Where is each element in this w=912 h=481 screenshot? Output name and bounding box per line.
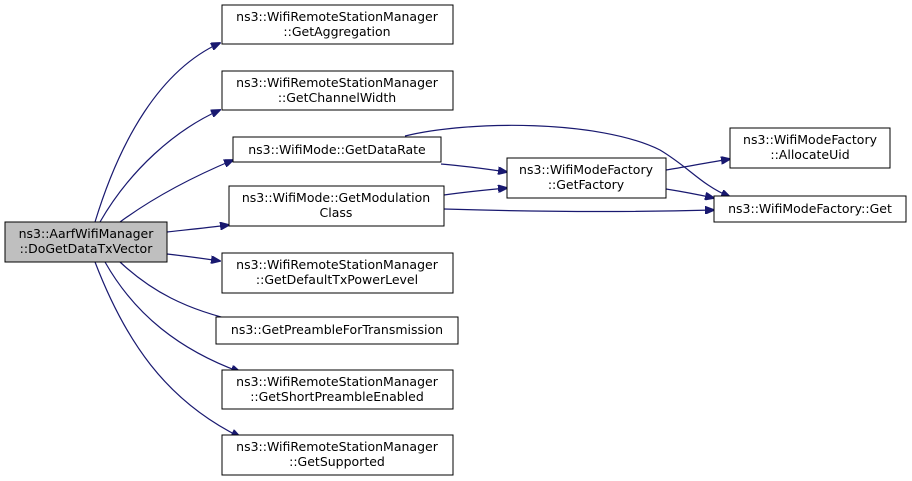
node-get-channel-width-label-1: ns3::WifiRemoteStationManager <box>236 75 439 90</box>
node-get-short-preamble-enabled-label-2: ::GetShortPreambleEnabled <box>250 389 424 404</box>
node-get-channel-width[interactable]: ns3::WifiRemoteStationManager ::GetChann… <box>221 70 454 111</box>
node-root-label-2: ::DoGetDataTxVector <box>20 241 154 256</box>
node-get-supported-label-2: ::GetSupported <box>289 454 385 469</box>
node-factory-get-label: ns3::WifiModeFactory::Get <box>728 201 892 216</box>
node-allocate-uid-label-2: ::AllocateUid <box>770 147 849 162</box>
edge-root-to-get-modulation-class <box>166 225 229 233</box>
edge-root-to-get-short-preamble-enabled <box>104 261 240 372</box>
edge-root-to-get-default-tx-power-level <box>166 253 220 261</box>
node-get-preamble-for-transmission[interactable]: ns3::GetPreambleForTransmission <box>215 316 459 345</box>
node-get-default-tx-power-level-label-2: ::GetDefaultTxPowerLevel <box>256 272 418 287</box>
node-get-default-tx-power-level[interactable]: ns3::WifiRemoteStationManager ::GetDefau… <box>221 252 454 294</box>
node-get-short-preamble-enabled[interactable]: ns3::WifiRemoteStationManager ::GetShort… <box>221 369 454 410</box>
node-get-aggregation-label-2: ::GetAggregation <box>283 24 390 39</box>
node-get-modulation-class-label-2: Class <box>320 205 353 220</box>
node-get-supported[interactable]: ns3::WifiRemoteStationManager ::GetSuppo… <box>221 434 454 476</box>
node-get-aggregation[interactable]: ns3::WifiRemoteStationManager ::GetAggre… <box>221 4 454 45</box>
edge-root-to-get-aggregation <box>94 43 220 223</box>
edge-root-to-get-channel-width <box>99 110 220 223</box>
node-get-short-preamble-enabled-label-1: ns3::WifiRemoteStationManager <box>236 374 439 389</box>
edge-get-data-rate-to-get-factory <box>440 163 507 172</box>
node-get-channel-width-label-2: ::GetChannelWidth <box>278 90 396 105</box>
edge-get-modulation-class-to-get-factory <box>443 188 507 196</box>
node-get-supported-label-1: ns3::WifiRemoteStationManager <box>236 439 439 454</box>
node-root-label-1: ns3::AarfWifiManager <box>19 226 155 241</box>
node-get-data-rate[interactable]: ns3::WifiMode::GetDataRate <box>232 136 442 163</box>
node-root[interactable]: ns3::AarfWifiManager ::DoGetDataTxVector <box>4 221 168 263</box>
node-get-factory-label-2: ::GetFactory <box>548 177 625 192</box>
edge-get-modulation-class-to-factory-get <box>443 209 714 211</box>
node-get-factory-label-1: ns3::WifiModeFactory <box>519 162 654 177</box>
node-factory-get[interactable]: ns3::WifiModeFactory::Get <box>713 195 907 223</box>
edge-root-to-get-data-rate <box>119 160 233 223</box>
edge-get-factory-to-allocate-uid <box>665 159 730 171</box>
node-get-modulation-class[interactable]: ns3::WifiMode::GetModulation Class <box>228 185 445 227</box>
node-get-default-tx-power-level-label-1: ns3::WifiRemoteStationManager <box>236 257 439 272</box>
edge-get-factory-to-factory-get <box>665 188 714 198</box>
node-get-modulation-class-label-1: ns3::WifiMode::GetModulation <box>242 190 430 205</box>
node-get-data-rate-label: ns3::WifiMode::GetDataRate <box>248 142 426 157</box>
node-allocate-uid[interactable]: ns3::WifiModeFactory ::AllocateUid <box>729 127 891 169</box>
node-get-aggregation-label-1: ns3::WifiRemoteStationManager <box>236 9 439 24</box>
node-get-preamble-for-transmission-label: ns3::GetPreambleForTransmission <box>231 322 443 337</box>
edge-root-to-get-supported <box>94 261 240 437</box>
edge-get-data-rate-to-factory-get <box>404 124 730 197</box>
edges <box>94 43 730 437</box>
node-allocate-uid-label-1: ns3::WifiModeFactory <box>743 132 878 147</box>
node-get-factory[interactable]: ns3::WifiModeFactory ::GetFactory <box>506 157 667 199</box>
